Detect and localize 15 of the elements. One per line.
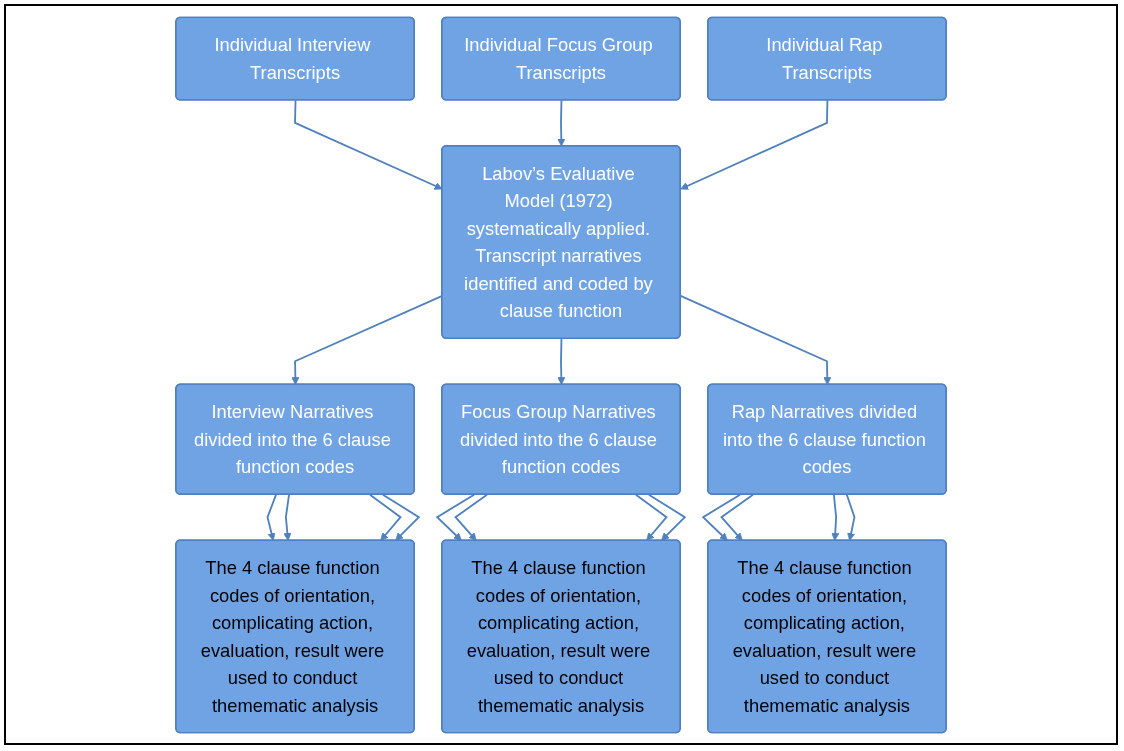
arrow xyxy=(266,493,277,541)
arrow xyxy=(831,493,840,541)
arrow xyxy=(557,337,566,385)
arrow xyxy=(680,98,829,190)
arrow xyxy=(647,493,687,541)
arrow xyxy=(845,493,856,541)
arrow xyxy=(369,493,402,541)
arrow xyxy=(435,493,475,541)
arrow xyxy=(720,493,754,541)
arrow xyxy=(454,493,488,541)
arrow xyxy=(635,493,668,541)
arrow xyxy=(557,98,566,147)
arrow xyxy=(283,493,292,541)
arrow xyxy=(382,493,421,541)
arrow xyxy=(701,493,741,541)
